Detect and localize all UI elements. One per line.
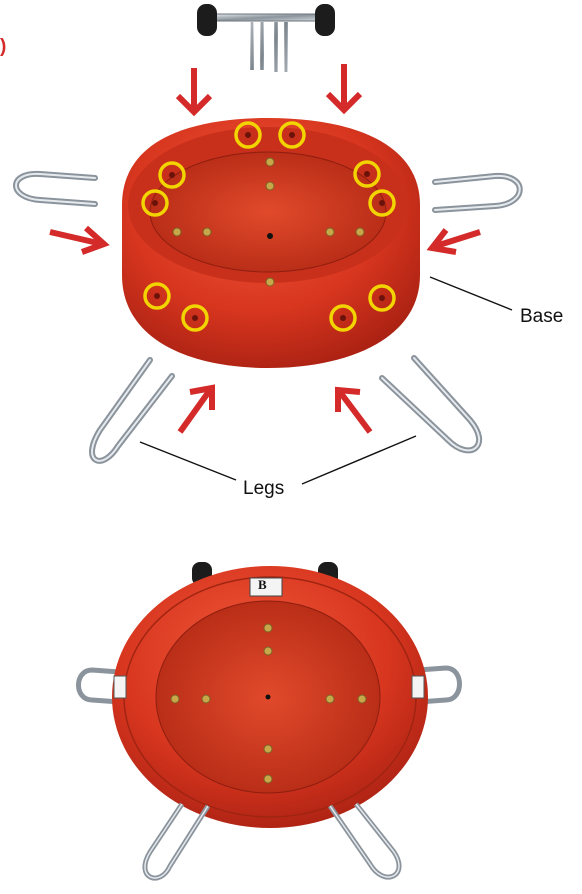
legs-label: Legs [243, 478, 284, 500]
arrow-top-left [178, 68, 210, 112]
arrow-left [50, 228, 104, 252]
leg-right [435, 176, 520, 210]
assembled-view [79, 562, 460, 878]
arrow-top-right [328, 64, 360, 110]
leg-lower-left [92, 360, 172, 461]
legs-leader-right [302, 436, 416, 484]
arrow-lower-right [338, 390, 370, 432]
leg-left [16, 174, 95, 204]
base-leader-line [430, 277, 512, 310]
base-label: Base [520, 306, 563, 328]
arrow-lower-left [180, 388, 212, 432]
side-letter-b: B [258, 577, 267, 593]
leg-lower-right [382, 358, 479, 450]
legs-leader-left [140, 442, 236, 480]
caster-assembly [197, 4, 335, 72]
arrow-right [432, 230, 480, 252]
base-bowl [122, 118, 420, 368]
